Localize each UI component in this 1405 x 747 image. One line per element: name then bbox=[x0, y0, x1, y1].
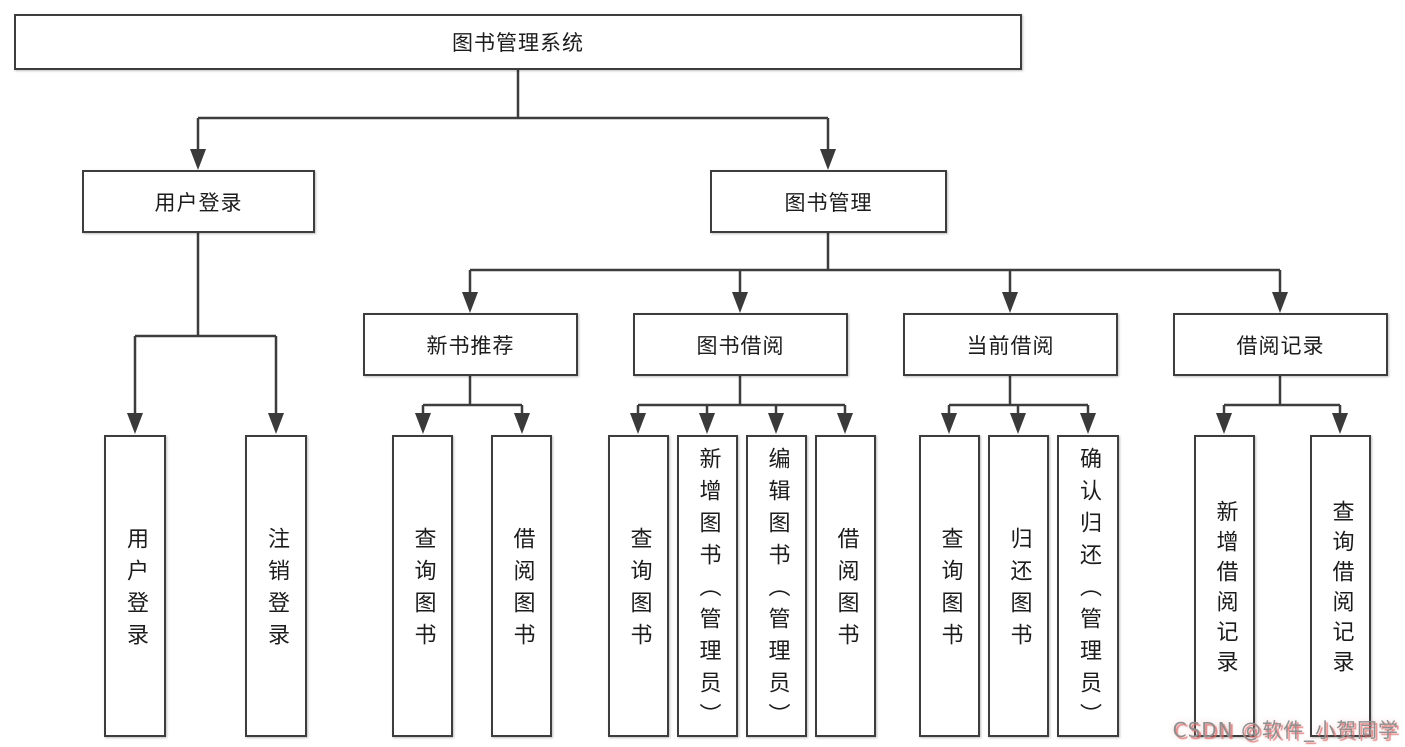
csdn-watermark: CSDN @软件_小贺同学 bbox=[1172, 718, 1399, 742]
node-leaf-query-books-current-label: 查询图书 bbox=[937, 527, 963, 655]
node-leaf-edit-books-admin-label: 编辑图书（管理员） bbox=[764, 447, 790, 735]
node-user-login: 用户登录 bbox=[82, 170, 315, 233]
node-leaf-borrow-books-recommend-label: 借阅图书 bbox=[509, 527, 535, 655]
node-leaf-return-books-label: 归还图书 bbox=[1006, 527, 1032, 655]
node-root-system: 图书管理系统 bbox=[14, 14, 1022, 70]
node-leaf-borrow-books-label: 借阅图书 bbox=[833, 527, 859, 655]
node-current-borrow: 当前借阅 bbox=[903, 313, 1118, 376]
node-leaf-confirm-return-admin: 确认归还（管理员） bbox=[1057, 435, 1119, 737]
node-book-borrow: 图书借阅 bbox=[633, 313, 848, 376]
node-leaf-logout-label: 注销登录 bbox=[264, 527, 289, 655]
node-leaf-return-books: 归还图书 bbox=[988, 435, 1049, 737]
node-borrow-records: 借阅记录 bbox=[1173, 313, 1388, 376]
node-book-management: 图书管理 bbox=[710, 170, 947, 233]
node-leaf-query-books-borrow-label: 查询图书 bbox=[626, 527, 652, 655]
node-leaf-query-borrow-record-label: 查询借阅记录 bbox=[1328, 500, 1354, 680]
node-leaf-user-login-label: 用户登录 bbox=[123, 527, 148, 655]
node-leaf-borrow-books: 借阅图书 bbox=[815, 435, 876, 737]
node-leaf-query-books-recommend: 查询图书 bbox=[392, 435, 453, 737]
node-leaf-logout: 注销登录 bbox=[245, 435, 307, 737]
node-leaf-add-books-admin: 新增图书（管理员） bbox=[677, 435, 738, 737]
node-leaf-query-books-borrow: 查询图书 bbox=[608, 435, 669, 737]
node-leaf-user-login: 用户登录 bbox=[104, 435, 166, 737]
node-leaf-query-borrow-record: 查询借阅记录 bbox=[1310, 435, 1371, 737]
node-leaf-edit-books-admin: 编辑图书（管理员） bbox=[746, 435, 807, 737]
node-leaf-query-books-recommend-label: 查询图书 bbox=[410, 527, 436, 655]
node-leaf-add-borrow-record-label: 新增借阅记录 bbox=[1212, 500, 1238, 680]
node-leaf-borrow-books-recommend: 借阅图书 bbox=[491, 435, 552, 737]
node-leaf-confirm-return-admin-label: 确认归还（管理员） bbox=[1076, 447, 1101, 735]
node-new-book-recommend: 新书推荐 bbox=[363, 313, 578, 376]
node-leaf-add-books-admin-label: 新增图书（管理员） bbox=[695, 447, 721, 735]
node-leaf-add-borrow-record: 新增借阅记录 bbox=[1194, 435, 1255, 737]
node-leaf-query-books-current: 查询图书 bbox=[919, 435, 980, 737]
